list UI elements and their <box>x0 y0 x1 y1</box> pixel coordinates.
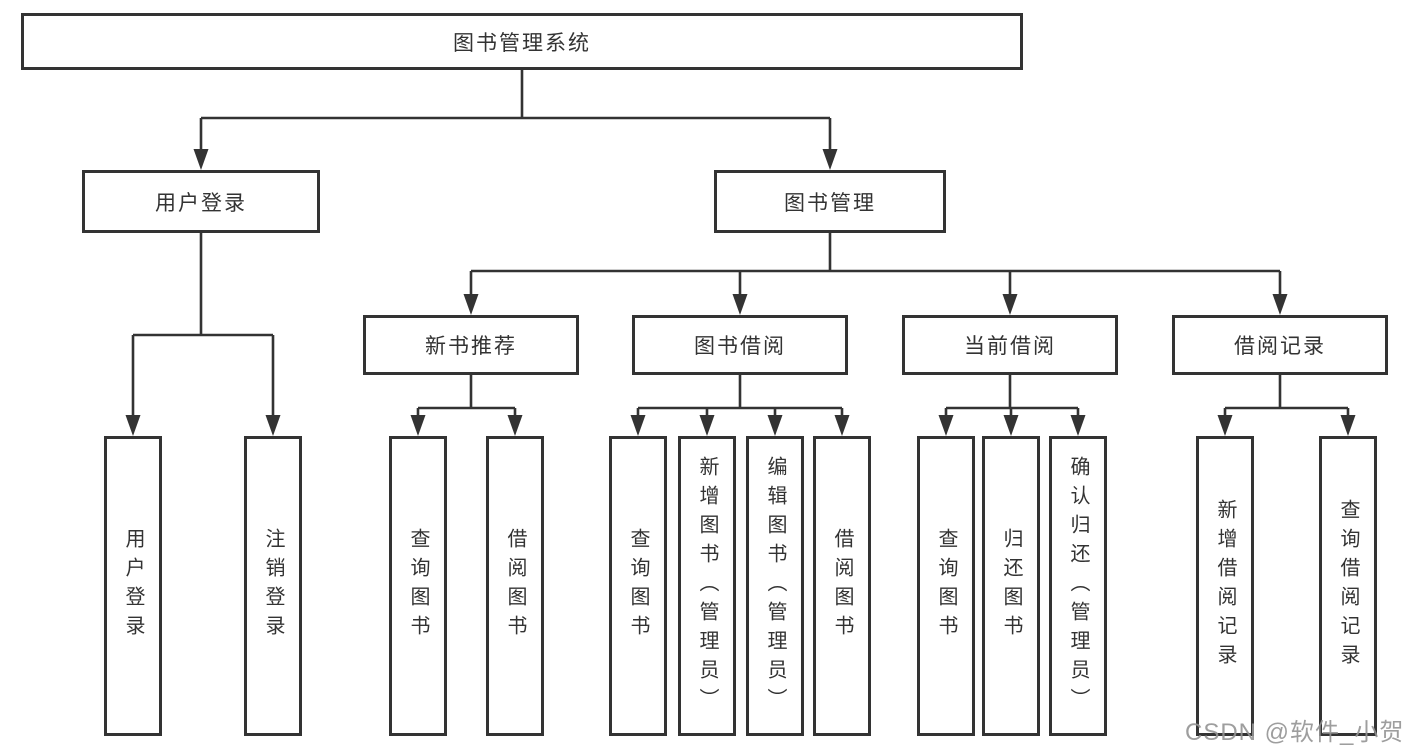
leaf-query-books-current: 查询图书 <box>917 436 975 736</box>
node-label: 借阅记录 <box>1234 335 1326 358</box>
node-new-book-recommendation: 新书推荐 <box>363 315 579 375</box>
node-user-login: 用户登录 <box>82 170 320 233</box>
arrow-down-icon <box>834 415 850 436</box>
leaf-confirm-return-admin: 确认归还（管理员） <box>1049 436 1107 736</box>
arrow-down-icon <box>410 415 426 436</box>
arrow-down-icon <box>507 415 523 436</box>
arrow-down-icon <box>1217 415 1233 436</box>
arrow-down-icon <box>463 294 479 315</box>
arrow-down-icon <box>1003 415 1019 436</box>
node-label: 图书借阅 <box>694 335 786 358</box>
arrow-down-icon <box>1070 415 1086 436</box>
connector-records-to-leaves <box>1223 374 1350 419</box>
node-label: 查询图书 <box>627 528 649 644</box>
node-label: 用户登录 <box>122 528 144 644</box>
arrow-down-icon <box>1002 294 1018 315</box>
arrow-down-icon <box>1272 294 1288 315</box>
arrow-down-icon <box>732 294 748 315</box>
connector-newbook-to-leaves <box>416 374 517 419</box>
node-library-management-system: 图书管理系统 <box>21 13 1023 70</box>
node-label: 当前借阅 <box>964 335 1056 358</box>
leaf-query-books-recommend: 查询图书 <box>389 436 447 736</box>
node-label: 查询借阅记录 <box>1337 499 1359 673</box>
connector-current-to-leaves <box>944 374 1080 419</box>
arrow-down-icon <box>699 415 715 436</box>
node-label: 编辑图书（管理员） <box>764 455 786 717</box>
arrow-down-icon <box>1340 415 1356 436</box>
node-label: 借阅图书 <box>504 528 526 644</box>
arrow-down-icon <box>125 415 141 436</box>
node-label: 新增图书（管理员） <box>696 455 718 717</box>
node-label: 新增借阅记录 <box>1214 499 1236 673</box>
node-label: 注销登录 <box>262 528 284 644</box>
connector-root-to-level2 <box>199 69 832 153</box>
leaf-add-books-admin: 新增图书（管理员） <box>678 436 736 736</box>
arrow-down-icon <box>767 415 783 436</box>
node-label: 查询图书 <box>407 528 429 644</box>
node-current-borrowing: 当前借阅 <box>902 315 1118 375</box>
arrow-down-icon <box>938 415 954 436</box>
node-label: 图书管理 <box>784 191 876 215</box>
leaf-return-books: 归还图书 <box>982 436 1040 736</box>
arrow-down-icon <box>193 149 209 170</box>
node-book-borrowing: 图书借阅 <box>632 315 848 375</box>
leaf-query-books-borrowing: 查询图书 <box>609 436 667 736</box>
node-label: 借阅图书 <box>831 528 853 644</box>
leaf-user-login: 用户登录 <box>104 436 162 736</box>
leaf-borrow-books: 借阅图书 <box>813 436 871 736</box>
leaf-query-borrow-record: 查询借阅记录 <box>1319 436 1377 736</box>
node-label: 新书推荐 <box>425 335 517 358</box>
node-book-management: 图书管理 <box>714 170 946 233</box>
arrow-down-icon <box>822 149 838 170</box>
node-borrowing-records: 借阅记录 <box>1172 315 1388 375</box>
leaf-add-borrow-record: 新增借阅记录 <box>1196 436 1254 736</box>
leaf-logout: 注销登录 <box>244 436 302 736</box>
leaf-edit-books-admin: 编辑图书（管理员） <box>746 436 804 736</box>
arrow-down-icon <box>265 415 281 436</box>
node-label: 确认归还（管理员） <box>1067 455 1089 717</box>
connector-borrowing-to-leaves <box>636 374 844 419</box>
csdn-watermark: CSDN @软件_小贺同学 <box>1185 719 1405 746</box>
connector-bookmgmt-to-level3 <box>469 232 1282 298</box>
node-label: 用户登录 <box>155 191 247 215</box>
connector-userlogin-to-leaves <box>131 232 275 419</box>
arrow-down-icon <box>630 415 646 436</box>
node-label: 查询图书 <box>935 528 957 644</box>
leaf-borrow-books-recommend: 借阅图书 <box>486 436 544 736</box>
node-label: 图书管理系统 <box>453 31 591 55</box>
node-label: 归还图书 <box>1000 528 1022 644</box>
